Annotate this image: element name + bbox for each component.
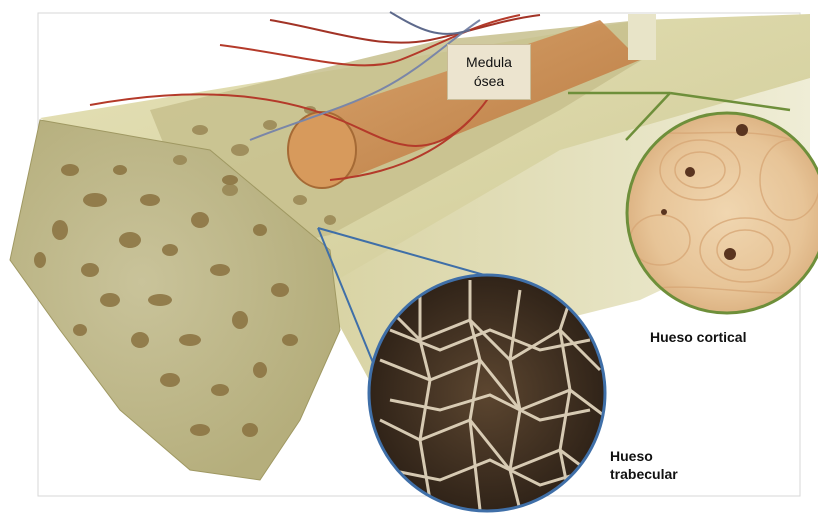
marrow-label-box: Medula ósea [447, 44, 531, 100]
shaft-cut-end [628, 14, 656, 60]
cortical-bone-label: Hueso cortical [650, 328, 746, 346]
trabecular-bone-label: Hueso trabecular [610, 447, 678, 483]
trabecular-label-line1: Hueso [610, 447, 678, 465]
marrow-label-line1: Medula [448, 53, 530, 72]
marrow-label-line2: ósea [448, 72, 530, 91]
trabecular-label-line2: trabecular [610, 465, 678, 483]
cortical-zoom [627, 113, 818, 313]
